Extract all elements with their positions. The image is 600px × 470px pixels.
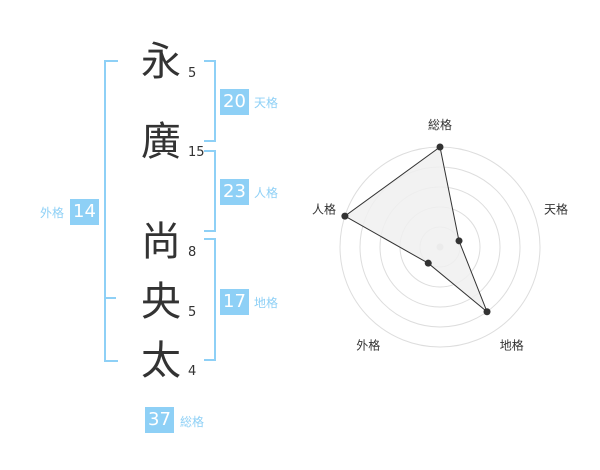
- tenkaku-value: 20: [220, 89, 249, 115]
- radar-point-2: [455, 237, 463, 245]
- radar-points: [341, 143, 491, 316]
- name-char-3: 尚: [141, 219, 181, 265]
- name-char-4: 央: [141, 279, 181, 325]
- radar-axis-label-2: 天格: [544, 201, 568, 216]
- chikaku-bracket: [204, 238, 216, 361]
- jinkaku-label: 人格: [254, 186, 279, 200]
- name-char-5: 太: [141, 338, 181, 384]
- radar-point-4: [424, 259, 432, 267]
- gaikaku-bracket-divider: [104, 297, 116, 299]
- tenkaku-bracket: [204, 60, 216, 142]
- radar-area: [343, 146, 488, 313]
- stroke-count-5: 4: [188, 364, 197, 379]
- soukaku-label: 総格: [180, 415, 205, 429]
- radar-axis-label-1: 総格: [428, 117, 452, 132]
- stroke-count-2: 15: [188, 145, 205, 160]
- soukaku-value: 37: [145, 407, 174, 433]
- radar-point-3: [483, 308, 491, 316]
- jinkaku-bracket: [204, 150, 216, 232]
- name-char-2: 廣: [141, 119, 181, 165]
- chikaku-label: 地格: [254, 296, 279, 310]
- name-char-1: 永: [141, 39, 181, 85]
- stroke-count-1: 5: [188, 66, 197, 81]
- stroke-count-3: 8: [188, 245, 197, 260]
- radar-axis-label-4: 外格: [356, 338, 380, 353]
- tenkaku-label: 天格: [254, 96, 279, 110]
- radar-axis-label-5: 人格: [312, 201, 336, 216]
- jinkaku-value: 23: [220, 179, 249, 205]
- gaikaku-label: 外格: [40, 206, 65, 220]
- chikaku-value: 17: [220, 289, 249, 315]
- gaikaku-bracket: [104, 60, 118, 362]
- stroke-count-4: 5: [188, 305, 197, 320]
- radar-point-5: [341, 212, 349, 220]
- radar-axis-label-3: 地格: [500, 338, 524, 353]
- gaikaku-value: 14: [70, 199, 99, 225]
- radar-point-1: [436, 143, 444, 151]
